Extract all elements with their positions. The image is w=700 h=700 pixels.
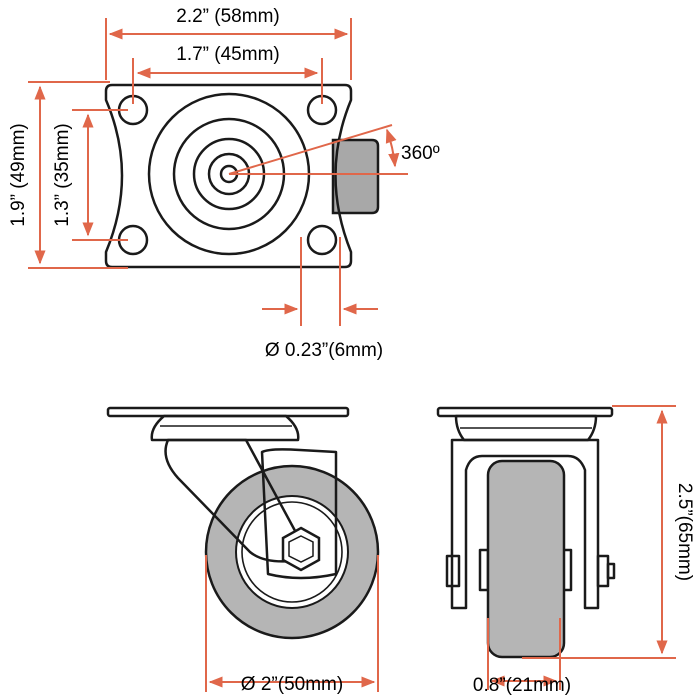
- top-plate: [104, 83, 353, 269]
- front-wheel: [486, 459, 566, 659]
- mounting-hole-br: [306, 224, 338, 256]
- side-view: Ø 2”(50mm): [106, 406, 380, 695]
- front-axle-nut-right: [606, 562, 616, 580]
- height-holes-label: 1.3” (35mm): [52, 123, 73, 226]
- height-outer-label: 1.9” (49mm): [8, 123, 29, 226]
- swivel-angle-label: 360º: [401, 143, 440, 164]
- brake-lever: [331, 138, 380, 215]
- hole-diameter-label: Ø 0.23”(6mm): [265, 340, 383, 361]
- top-view: 2.2” (58mm) 1.7” (45mm) 1.9” (49mm) 1.3”…: [8, 6, 440, 361]
- side-fork-plate: [260, 448, 338, 580]
- side-wheel-hub-ring: [241, 501, 343, 603]
- front-axle-bolt-left: [445, 554, 461, 588]
- side-swivel-housing: [150, 414, 300, 442]
- front-fork: [450, 438, 600, 610]
- width-outer-label: 2.2” (58mm): [176, 6, 279, 27]
- total-height-label: 2.5”(65mm): [674, 483, 695, 581]
- side-axle-nut: [281, 526, 321, 572]
- side-axle-nut-inner: [288, 535, 314, 563]
- side-fork: [164, 438, 302, 563]
- front-axle-bolt-right: [596, 554, 610, 588]
- width-holes-label: 1.7” (45mm): [176, 44, 279, 65]
- front-view: 2.5”(65mm) 0.8”(21mm): [436, 405, 695, 696]
- wheel-diameter-label: Ø 2”(50mm): [241, 674, 343, 695]
- wheel-width-label: 0.8”(21mm): [473, 675, 571, 696]
